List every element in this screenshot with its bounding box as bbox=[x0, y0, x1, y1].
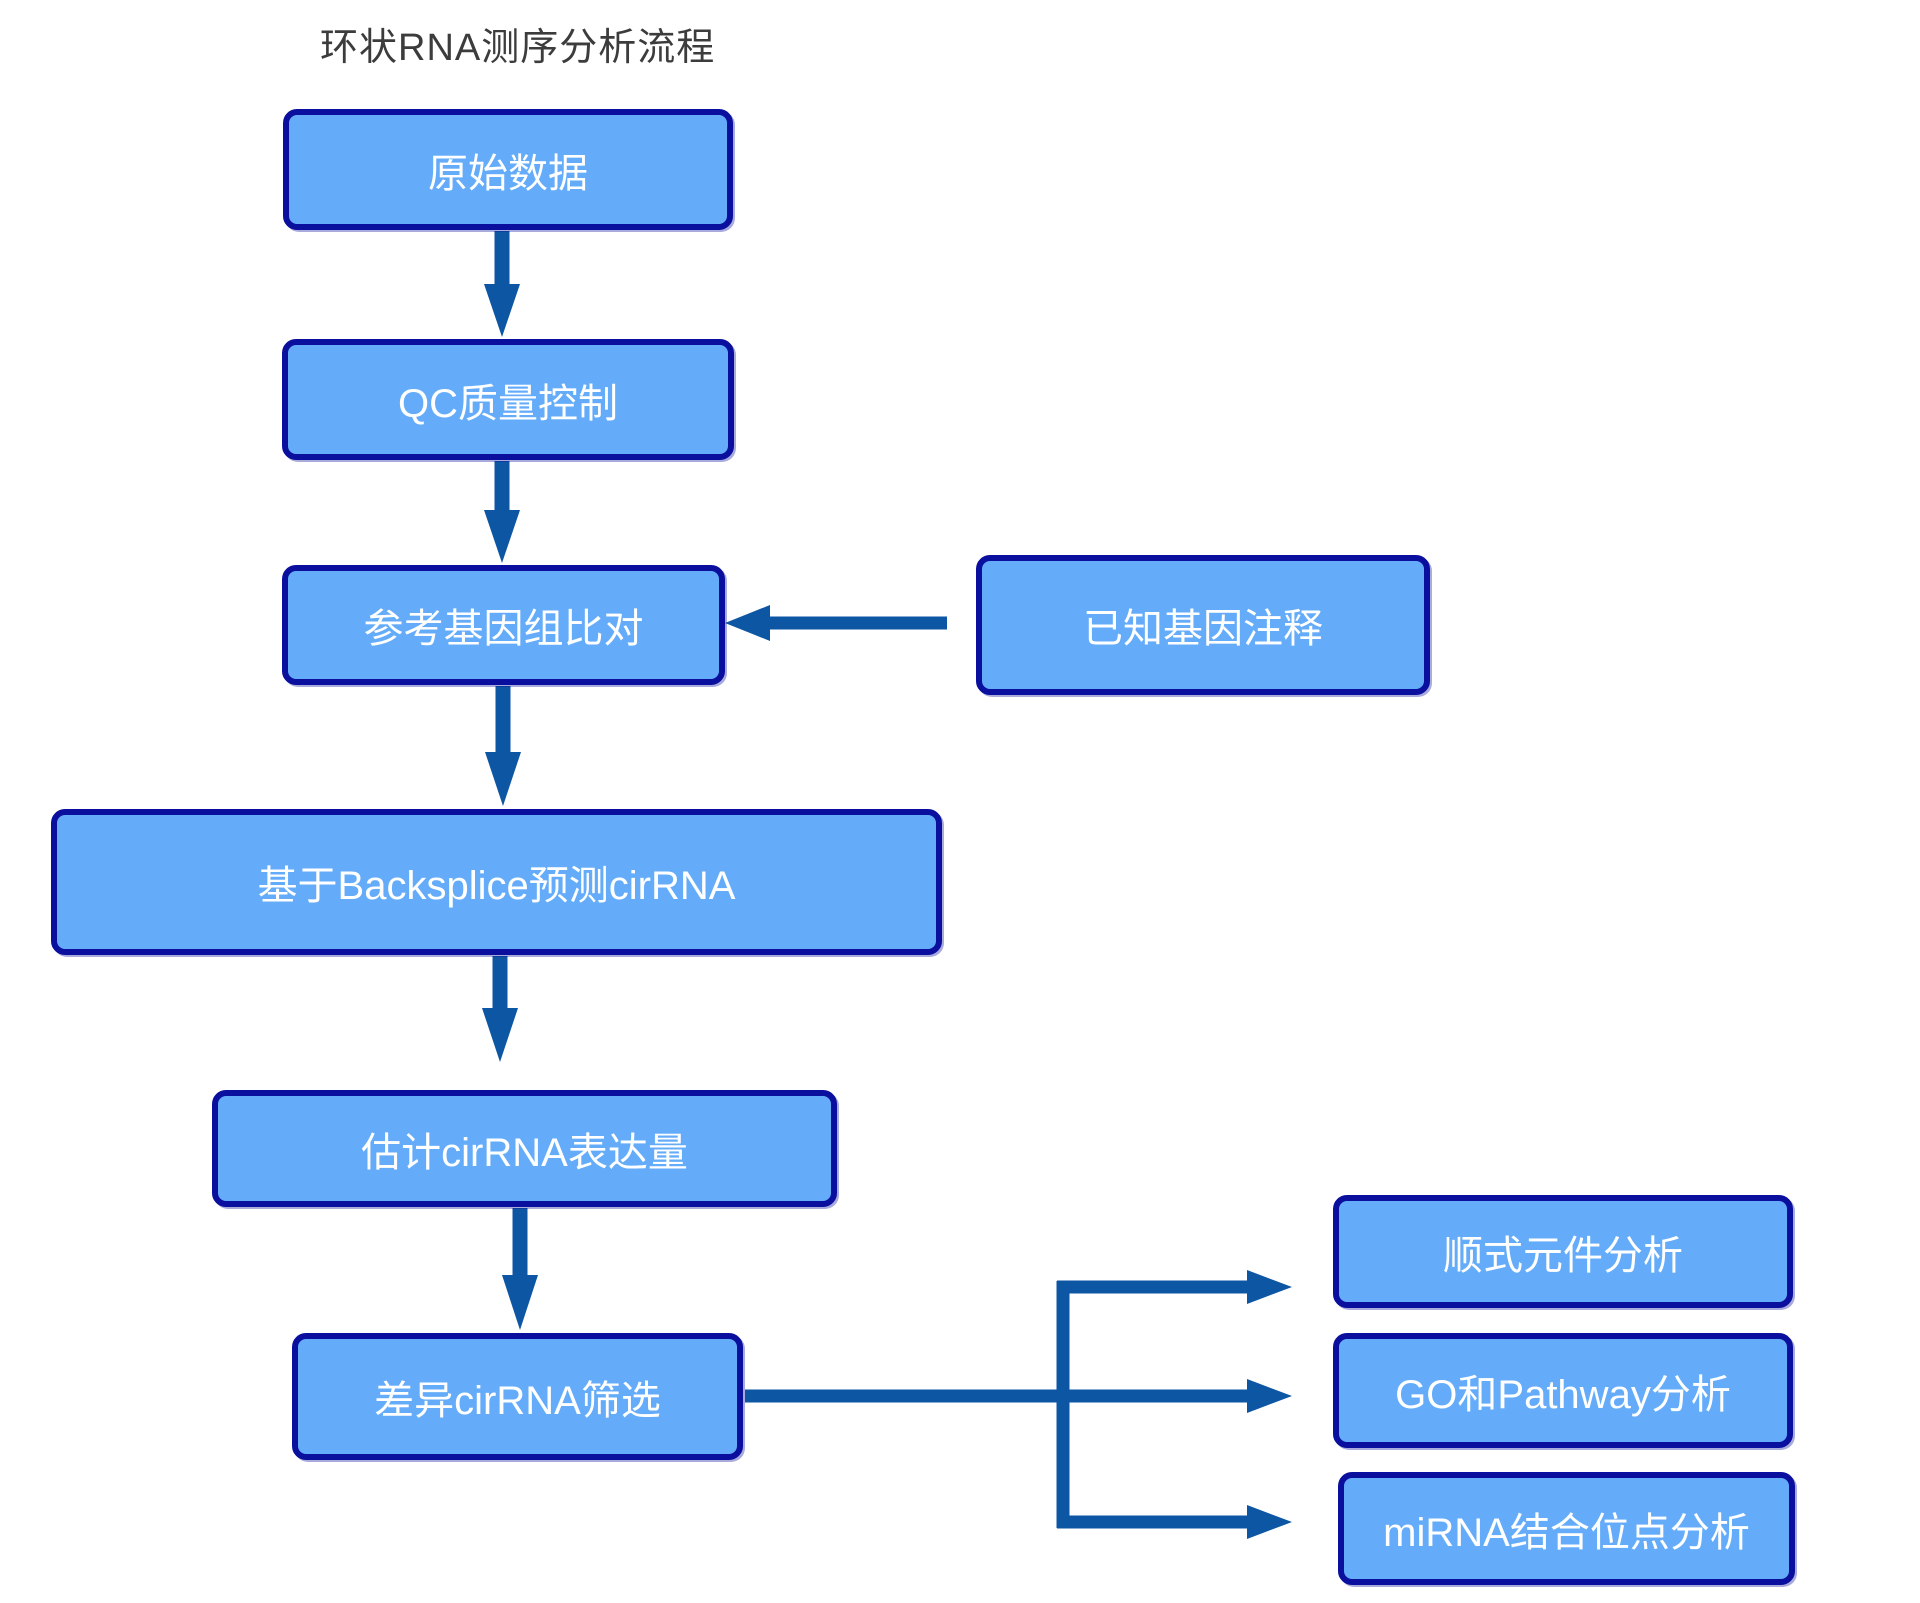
node-cis-element-analysis: 顺式元件分析 bbox=[1333, 1195, 1793, 1308]
arrow-branch-to-mirna bbox=[1057, 1505, 1292, 1539]
node-qc: QC质量控制 bbox=[282, 339, 734, 460]
node-known-gene-annotation: 已知基因注释 bbox=[976, 555, 1430, 695]
arrow-qc-to-alignment bbox=[484, 461, 520, 563]
node-expression-estimation: 估计cirRNA表达量 bbox=[212, 1090, 837, 1207]
branch-trunk bbox=[745, 1281, 1250, 1528]
arrow-alignment-to-backsplice bbox=[485, 686, 521, 806]
node-backsplice-prediction: 基于Backsplice预测cirRNA bbox=[51, 809, 942, 955]
arrow-expression-to-differential bbox=[502, 1208, 538, 1330]
node-raw-data: 原始数据 bbox=[283, 109, 733, 230]
arrow-annotation-to-alignment bbox=[725, 605, 947, 641]
arrow-backsplice-to-expression bbox=[482, 956, 518, 1062]
node-differential-screening: 差异cirRNA筛选 bbox=[292, 1333, 743, 1460]
node-go-pathway-analysis: GO和Pathway分析 bbox=[1333, 1333, 1793, 1448]
arrow-branch-to-cis bbox=[1057, 1270, 1292, 1304]
arrow-branch-to-go bbox=[1247, 1379, 1292, 1413]
node-genome-alignment: 参考基因组比对 bbox=[282, 565, 725, 685]
arrow-raw-to-qc bbox=[484, 231, 520, 337]
node-mirna-binding-analysis: miRNA结合位点分析 bbox=[1338, 1472, 1795, 1585]
diagram-title: 环状RNA测序分析流程 bbox=[320, 27, 716, 69]
